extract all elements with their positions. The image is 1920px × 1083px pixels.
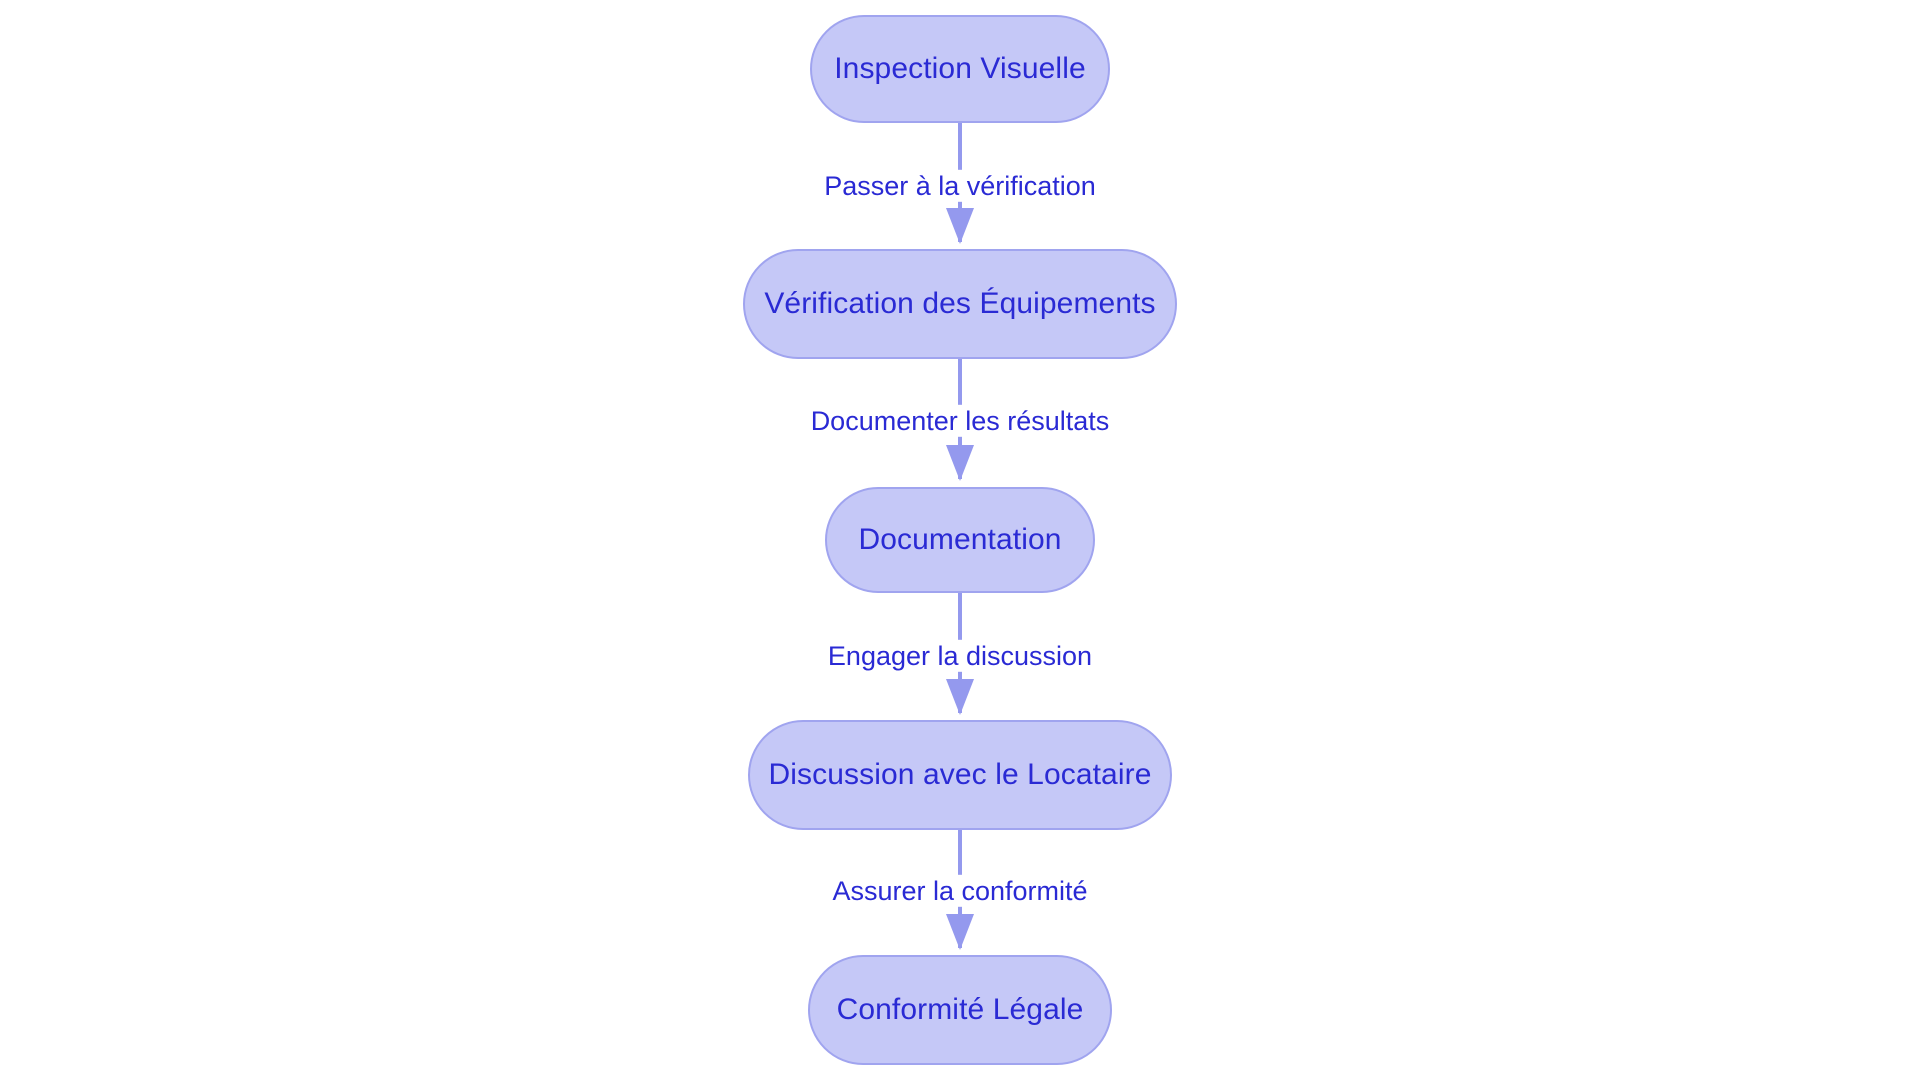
flow-node-label: Documentation (858, 523, 1062, 556)
flow-node-label: Conformité Légale (836, 993, 1084, 1026)
flow-node-label: Inspection Visuelle (834, 52, 1086, 85)
flow-node-label: Vérification des Équipements (764, 287, 1156, 320)
flow-node-documentation[interactable]: Documentation (825, 487, 1095, 593)
flow-node-verification-des-equipements[interactable]: Vérification des Équipements (743, 249, 1177, 359)
flow-node-discussion-avec-le-locataire[interactable]: Discussion avec le Locataire (748, 720, 1172, 830)
flow-node-label: Discussion avec le Locataire (768, 758, 1152, 791)
edge-label-engager-la-discussion: Engager la discussion (818, 639, 1102, 673)
edge-label-passer-a-la-verification: Passer à la vérification (815, 169, 1105, 203)
edge-label-documenter-les-resultats: Documenter les résultats (801, 404, 1119, 438)
edge-label-assurer-la-conformite: Assurer la conformité (823, 874, 1097, 908)
flow-node-conformite-legale[interactable]: Conformité Légale (808, 955, 1112, 1065)
flow-node-inspection-visuelle[interactable]: Inspection Visuelle (810, 15, 1110, 123)
